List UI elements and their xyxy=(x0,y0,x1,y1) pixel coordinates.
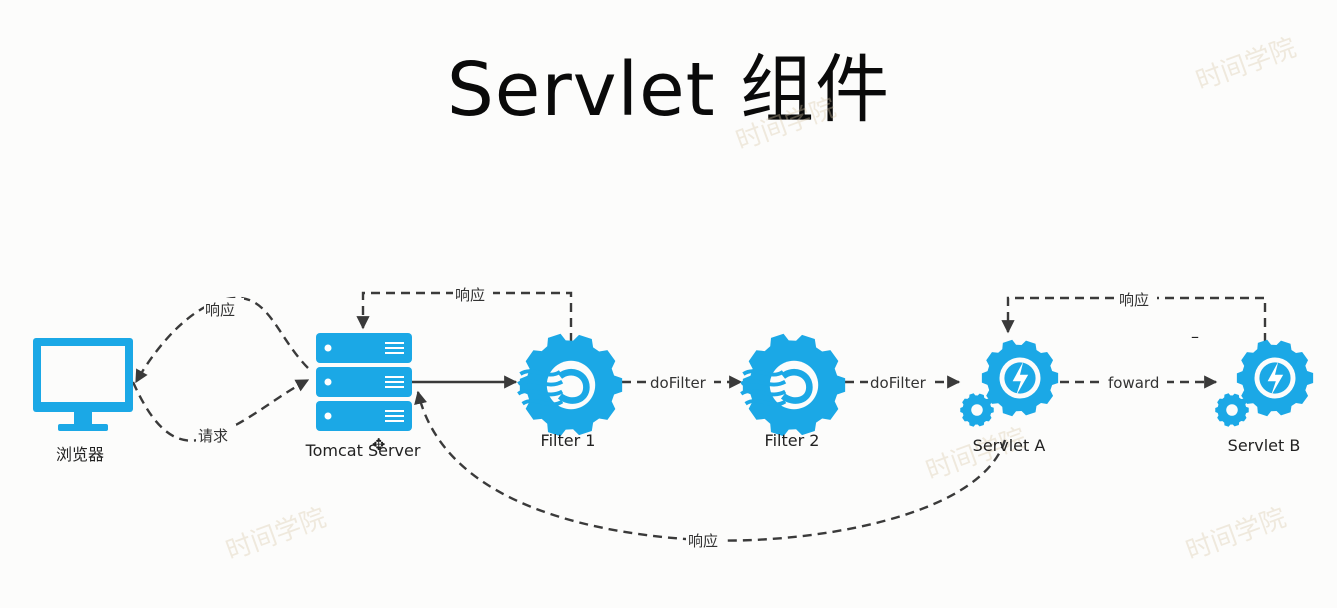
node-label: Filter 1 xyxy=(541,431,596,450)
edge-label-response-servletA: 响应 xyxy=(686,530,726,550)
server-icon xyxy=(316,333,412,431)
node-label: Servlet B xyxy=(1228,436,1301,455)
svg-text:响应: 响应 xyxy=(688,532,718,550)
node-browser: 浏览器 xyxy=(33,338,133,464)
edge-label-request: 请求 xyxy=(196,424,236,446)
node-servletA[interactable]: Servlet A xyxy=(960,339,1059,455)
edge-label-dofilter-1: doFilter xyxy=(648,372,714,394)
edge-label-forward: foward xyxy=(1105,372,1167,394)
node-label: 浏览器 xyxy=(56,445,104,464)
svg-text:响应: 响应 xyxy=(455,286,485,304)
svg-text:请求: 请求 xyxy=(198,427,228,445)
svg-text:时间学院: 时间学院 xyxy=(222,503,330,567)
node-label: Tomcat Server xyxy=(305,441,421,460)
svg-text:foward: foward xyxy=(1108,374,1159,392)
stray-mark: – xyxy=(1191,327,1199,346)
monitor-icon xyxy=(33,338,133,431)
filter-gear-icon xyxy=(517,333,623,437)
edge-label-dofilter-2: doFilter xyxy=(868,372,934,394)
svg-text:时间学院: 时间学院 xyxy=(732,93,840,157)
node-servletB[interactable]: Servlet B xyxy=(1215,339,1314,455)
node-label: Filter 2 xyxy=(765,431,820,450)
edge-label-response-filter1: 响应 xyxy=(453,284,493,304)
servlet-gear-icon xyxy=(960,339,1059,427)
svg-text:时间学院: 时间学院 xyxy=(1182,503,1290,567)
servlet-gear-icon xyxy=(1215,339,1314,427)
node-tomcat: Tomcat Server ✥ xyxy=(305,333,421,460)
node-label: Servlet A xyxy=(973,436,1046,455)
svg-text:时间学院: 时间学院 xyxy=(1192,33,1300,97)
svg-text:doFilter: doFilter xyxy=(870,374,927,392)
diagram-title: Servlet 组件 xyxy=(446,47,891,133)
edge-label-response-servletB: 响应 xyxy=(1117,289,1157,309)
filter-gear-icon xyxy=(740,333,846,437)
edge-response-servletA xyxy=(414,390,1007,542)
svg-text:doFilter: doFilter xyxy=(650,374,707,392)
edge-label-response-browser: 响应 xyxy=(204,298,244,320)
cursor-icon: ✥ xyxy=(372,435,385,454)
edge-response-browser xyxy=(134,296,309,384)
svg-text:响应: 响应 xyxy=(1119,291,1149,309)
node-filter2[interactable]: Filter 2 xyxy=(740,333,846,450)
node-filter1[interactable]: Filter 1 xyxy=(517,333,623,450)
svg-text:响应: 响应 xyxy=(205,301,235,319)
